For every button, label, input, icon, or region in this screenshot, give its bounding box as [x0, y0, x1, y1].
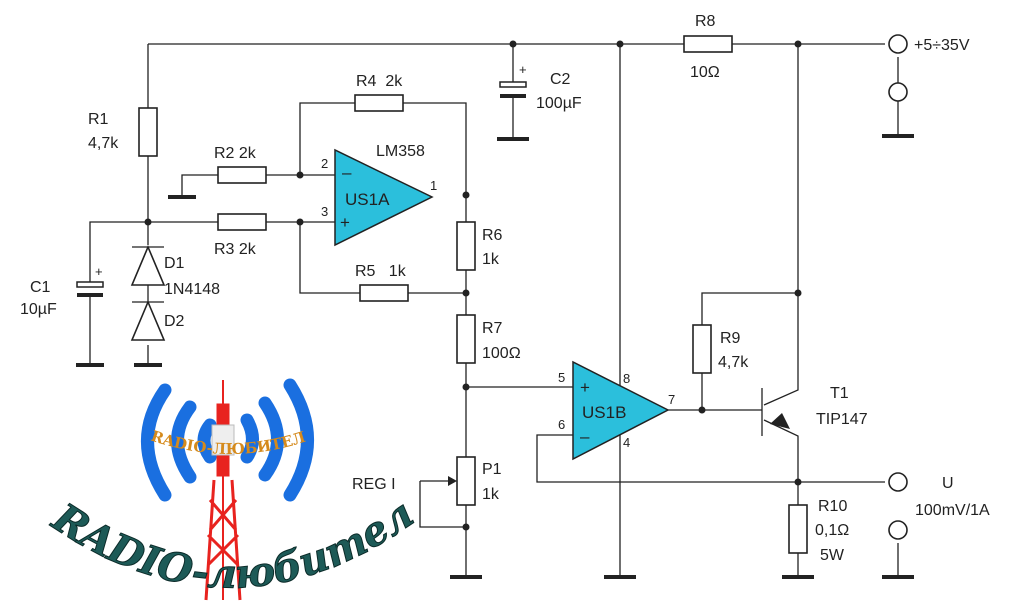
ground-symbols	[76, 134, 914, 579]
r3-label: R3 2k	[214, 241, 257, 258]
r7-value: 100Ω	[482, 345, 521, 362]
d1-part: 1N4148	[164, 281, 220, 298]
r6-name: R6	[482, 227, 503, 244]
output-terminal	[888, 472, 908, 492]
r1-name: R1	[88, 111, 109, 128]
r1-value: 4,7k	[88, 135, 119, 152]
output-name: U	[942, 475, 954, 492]
transistor-t1	[761, 388, 790, 436]
r7-name: R7	[482, 320, 503, 337]
us1b-minus: –	[580, 427, 590, 446]
resistor-r7	[456, 314, 476, 364]
resistor-r1	[138, 107, 158, 157]
c1-value: 10µF	[20, 301, 57, 318]
us1a-pin-out: 1	[430, 178, 437, 193]
c1-polarity: +	[95, 264, 103, 279]
c2-polarity: +	[519, 62, 527, 77]
resistor-r4	[354, 94, 404, 112]
resistor-r3	[217, 213, 267, 231]
resistor-r6	[456, 221, 476, 271]
r9-value: 4,7k	[718, 354, 749, 371]
resistor-r10	[788, 504, 808, 554]
t1-part: TIP147	[816, 411, 868, 428]
r10-power: 5W	[820, 547, 845, 564]
r8-name: R8	[695, 13, 716, 30]
us1b-pin-gnd: 4	[623, 435, 630, 450]
output-scale: 100mV/1A	[915, 502, 990, 519]
us1b-pin-vcc: 8	[623, 371, 630, 386]
c2-value: 100µF	[536, 95, 582, 112]
capacitor-c2	[499, 81, 527, 98]
us1a-pin-plus: 3	[321, 204, 328, 219]
radio-tower-icon	[204, 380, 242, 601]
c1-name: C1	[30, 279, 51, 296]
us1a-minus: –	[342, 163, 352, 182]
radio-lyubitel-logo: RADIO-любитель RADIO-ЛЮБИТЕЛЬ	[0, 0, 423, 601]
junctions	[144, 40, 802, 531]
supply-terminal	[888, 34, 908, 54]
resistor-r5	[359, 284, 409, 302]
d1-name: D1	[164, 255, 185, 272]
radio-waves-icon	[141, 378, 314, 502]
p1-function: REG I	[352, 476, 396, 493]
us1a-name: US1A	[345, 190, 390, 209]
t1-name: T1	[830, 385, 849, 402]
resistor-r9	[692, 324, 712, 374]
r4-label: R4 2k	[356, 73, 403, 90]
supply-label: +5÷35V	[914, 37, 970, 54]
capacitor-c1	[76, 281, 104, 297]
opamp-us1b	[572, 360, 670, 461]
opamp-us1a	[334, 148, 434, 247]
us1a-part: LM358	[376, 143, 425, 160]
r9-name: R9	[720, 330, 741, 347]
potentiometer-p1	[448, 456, 476, 506]
us1a-pin-minus: 2	[321, 156, 328, 171]
r10-value: 0,1Ω	[815, 522, 849, 539]
us1a-plus: +	[340, 213, 350, 232]
us1b-pin-out: 7	[668, 392, 675, 407]
supply-ground-terminal	[888, 82, 908, 102]
d2-name: D2	[164, 313, 185, 330]
output-ground-terminal	[888, 520, 908, 540]
r10-name: R10	[818, 498, 847, 515]
r2-label: R2 2k	[214, 145, 257, 162]
us1b-name: US1B	[582, 403, 626, 422]
diode-d2	[130, 285, 166, 341]
r6-value: 1k	[482, 251, 500, 268]
r5-label: R5 1k	[355, 263, 407, 280]
resistor-r2	[217, 166, 267, 184]
resistor-r8	[683, 35, 733, 53]
us1b-plus: +	[580, 378, 590, 397]
r8-value: 10Ω	[690, 64, 720, 81]
diode-d1	[130, 244, 166, 286]
p1-value: 1k	[482, 486, 500, 503]
us1b-pin-minus: 6	[558, 417, 565, 432]
p1-name: P1	[482, 461, 502, 478]
c2-name: C2	[550, 71, 571, 88]
us1b-pin-plus: 5	[558, 370, 565, 385]
